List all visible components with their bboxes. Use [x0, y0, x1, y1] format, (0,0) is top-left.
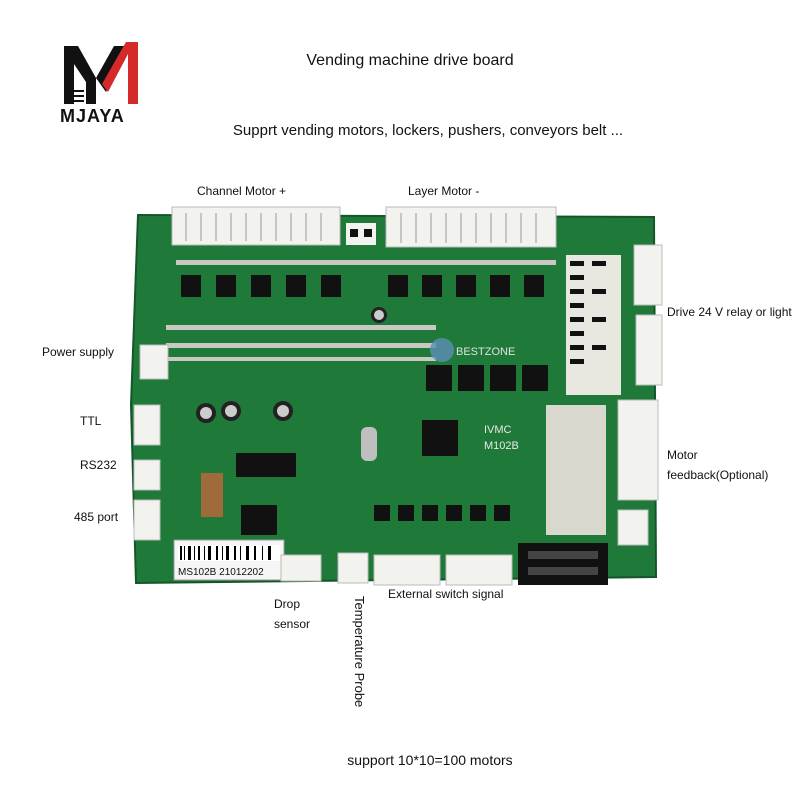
label-temperature-probe: Temperature Probe [352, 596, 367, 708]
chip-label-line1: IVMC [484, 424, 512, 436]
brand-name: MJAYA [60, 106, 125, 126]
label-layer-motor: Layer Motor - [408, 184, 480, 198]
serial-label: MS102B 21012202 [178, 567, 264, 578]
label-motor-feedback-line1: Motor [667, 448, 698, 462]
chip-label-line2: M102B [484, 440, 519, 452]
page-subtitle: Supprt vending motors, lockers, pushers,… [232, 122, 624, 139]
page-title: Vending machine drive board [306, 52, 514, 69]
label-485-port: 485 port [74, 510, 119, 524]
label-ttl: TTL [80, 414, 102, 428]
label-power-supply: Power supply [42, 345, 115, 359]
logo-accent [102, 42, 138, 104]
label-drive-relay: Drive 24 V relay or light [667, 305, 792, 319]
pcb-board-image: BESTZONE IVMC M102B MS102B 21012202 [126, 205, 666, 590]
footer-caption: support 10*10=100 motors [347, 752, 513, 768]
label-drop-sensor-line1: Drop [274, 597, 301, 611]
label-motor-feedback-line2: feedback(Optional) [667, 468, 769, 482]
board-maker-label: BESTZONE [456, 346, 515, 358]
brand-logo [62, 40, 148, 106]
label-rs232: RS232 [80, 458, 117, 472]
label-drop-sensor-line2: sensor [274, 617, 311, 631]
label-channel-motor: Channel Motor + [197, 184, 287, 198]
label-external-switch: External switch signal [388, 587, 504, 601]
